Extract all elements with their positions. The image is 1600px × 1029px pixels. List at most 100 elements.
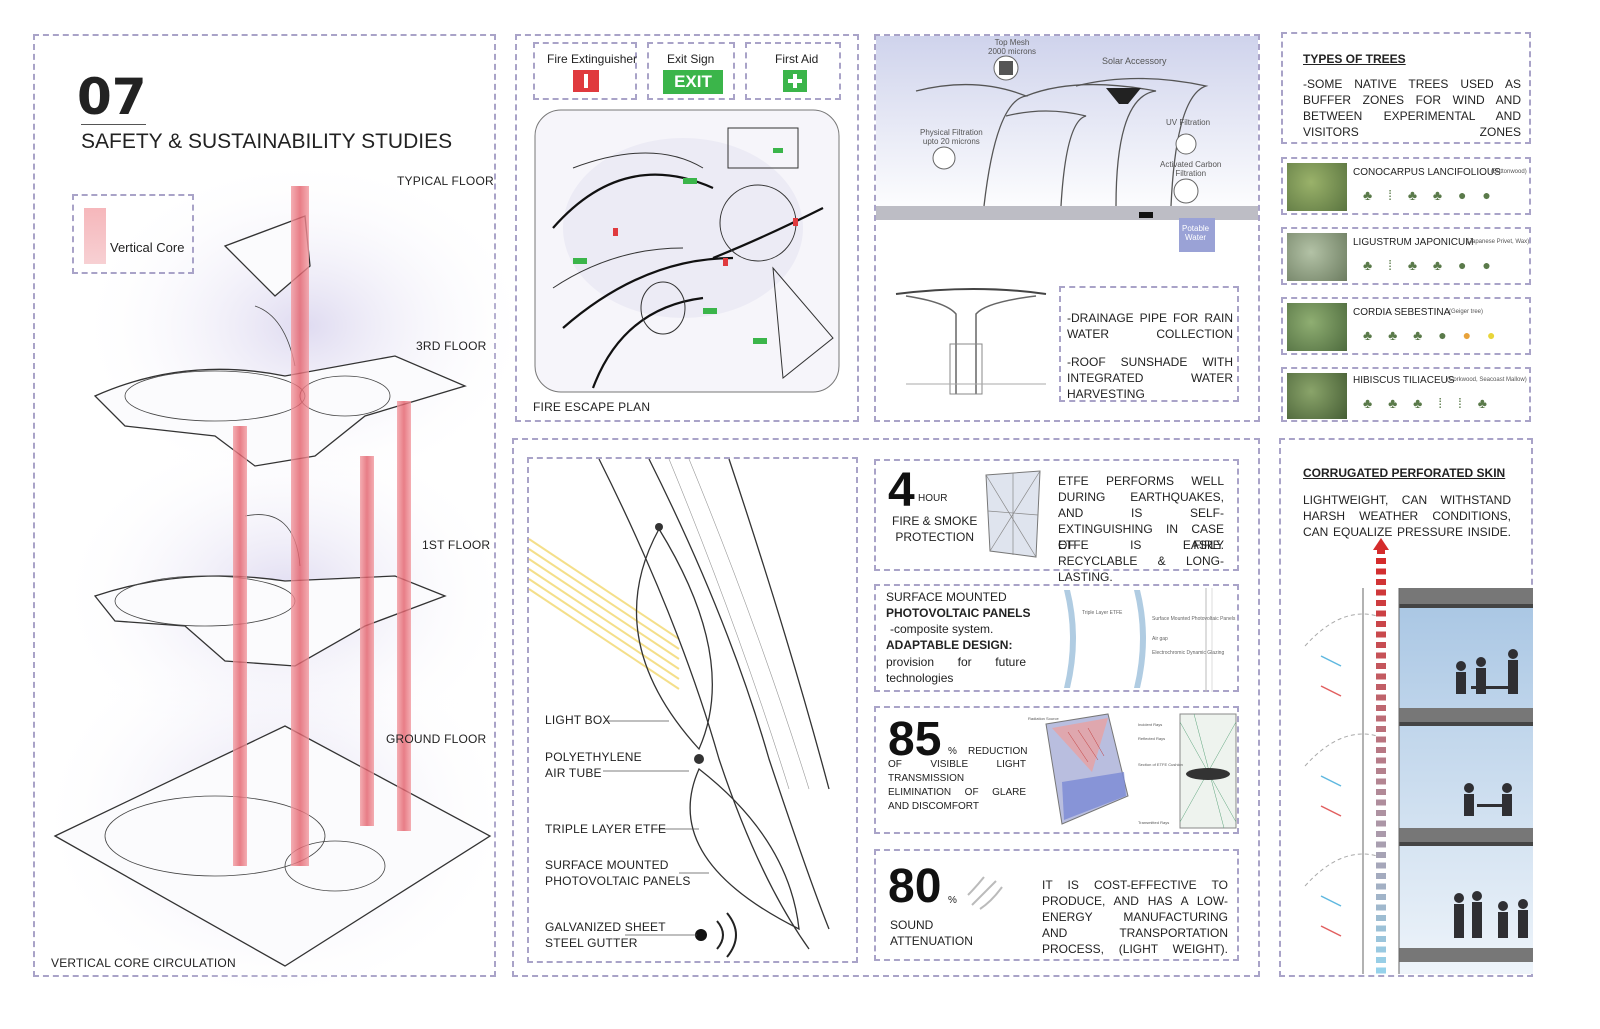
trees-intro: -SOME NATIVE TREES USED AS BUFFER ZONES … [1303,77,1521,139]
air-column-segment [1376,915,1386,921]
fire-hours-number: 4 [888,464,915,517]
tree-icons: ♣ ⁞ ♣ ♣ ● ● [1363,187,1497,203]
air-tube-label: POLYETHYLENE AIR TUBE [545,750,642,780]
etfe-panel [512,438,1260,977]
floor-label-ground: GROUND FLOOR [386,732,487,746]
light-box-label: LIGHT BOX [545,713,611,727]
air-column-segment [1376,568,1386,575]
etfe-section-box: LIGHT BOX POLYETHYLENE AIR TUBE TRIPLE L… [527,457,858,963]
air-column-segment [1376,831,1386,837]
carbon-filtration-label: Activated Carbon Filtration [1160,160,1222,178]
trees-intro-box: TYPES OF TREES -SOME NATIVE TREES USED A… [1281,32,1531,144]
fire-protection-label: FIRE & SMOKE PROTECTION [892,514,978,544]
air-column-segment [1376,715,1386,722]
gutter-label: GALVANIZED SHEET STEEL GUTTER [545,920,666,950]
trees-title: TYPES OF TREES [1303,52,1406,66]
tree-photo-cordia [1287,303,1347,351]
air-column-segment [1376,579,1386,585]
air-column-segment [1376,789,1386,795]
exit-sign-icon: EXIT [663,70,723,94]
lavender-background [35,156,535,1006]
air-column-segment [1376,663,1386,669]
solar-accessory-label: Solar Accessory [1102,56,1167,66]
perforated-skin-section [1304,538,1533,974]
light-transmission-box: 85 % REDUCTION OF VISIBLE LIGHT TRANSMIS… [874,706,1239,834]
air-column-segment [1376,600,1386,606]
recyclable-description: ETFE IS EASILY RECYCLABLE & LONG-LASTING… [1058,538,1224,584]
tree-photo-ligustrum [1287,233,1347,281]
sunshade-section-drawing [895,288,1047,395]
fire-escape-plan-drawing [534,109,840,393]
fire-description: ETFE PERFORMS WELL DURING EARTHQUAKES, A… [1058,474,1224,552]
light-ray-diagram [1045,713,1237,829]
air-column-segment [1376,946,1386,953]
sound-description: IT IS COST-EFFECTIVE TO PRODUCE, AND HAS… [1042,878,1228,956]
sound-attenuation-label: SOUND ATTENUATION [890,918,973,948]
skin-title: CORRUGATED PERFORATED SKIN [1303,466,1506,480]
air-column-segment [1376,642,1386,648]
fire-hours-unit: HOUR [918,493,948,504]
skin-description: LIGHTWEIGHT, CAN WITHSTAND HARSH WEATHER… [1303,493,1511,539]
air-column-segment [1376,705,1386,711]
light-description: OF VISIBLE LIGHT TRANSMISSION ELIMINATIO… [888,759,1026,812]
floor-label-3rd: 3RD FLOOR [416,339,487,353]
fire-escape-panel: Fire Extinguisher Exit Sign EXIT First A… [515,34,859,422]
fire-protection-box: 4 HOUR FIRE & SMOKE PROTECTION ETFE PERF… [874,459,1239,584]
air-column-segment [1376,820,1386,827]
air-column-segment [1376,736,1386,743]
sound-attenuation-box: 80 % SOUND ATTENUATION IT IS COST-EFFECT… [874,849,1239,961]
air-column-segment [1376,894,1386,900]
tree-row-hibiscus: HIBISCUS TILIACEUS (Corkwood, Seacoast M… [1281,367,1531,422]
tree-icons: ♣ ⁞ ♣ ♣ ● ● [1363,257,1497,273]
potable-water-label: Potable Water [1182,224,1210,242]
etfe-facade-section-drawing [528,458,830,958]
air-column-segment [1376,610,1386,617]
triple-layer-etfe-label: TRIPLE LAYER ETFE [545,822,667,836]
air-column-segment [1376,631,1386,638]
pv-layer-diagram [1064,588,1213,692]
drainage-note: -DRAINAGE PIPE FOR RAIN WATER COLLECTION [1067,311,1233,341]
air-column-segment [1376,841,1386,848]
air-column-segment [1376,873,1386,879]
air-column-segment [1376,862,1386,869]
air-column-segment [1376,694,1386,701]
page-title: SAFETY & SUSTAINABILITY STUDIES [81,130,453,153]
tree-row-cordia: CORDIA SEBESTINA (Geiger tree) ♣ ♣ ♣ ● ●… [1281,297,1531,355]
air-column-segment [1376,589,1386,596]
tree-row-conocarpus: CONOCARPUS LANCIFOLIOUS (Buttonwood) ♣ ⁞… [1281,157,1531,215]
air-column-segment [1376,778,1386,785]
air-column-segment [1376,673,1386,680]
light-reduction-number: 85 [888,713,942,766]
uv-filtration-label: UV Filtration [1166,118,1211,127]
air-column-segment [1376,684,1386,690]
air-column-segment [1376,810,1386,816]
fire-escape-caption: FIRE ESCAPE PLAN [533,400,651,414]
fire-extinguisher-sign: Fire Extinguisher [533,42,637,100]
floor-label-1st: 1ST FLOOR [422,538,491,552]
etfe-cushion-icon [985,470,1041,558]
first-aid-icon [783,70,807,92]
sunshade-note: -ROOF SUNSHADE WITH INTEGRATED WATER HAR… [1067,355,1233,401]
physical-filtration-label: Physical Filtration upto 20 microns [920,128,983,146]
tree-row-ligustrum: LIGUSTRUM JAPONICUM (Japanese Privet, Wa… [1281,227,1531,285]
water-notes-box: -DRAINAGE PIPE FOR RAIN WATER COLLECTION… [1059,286,1239,402]
floor-label-typical: TYPICAL FLOOR [397,174,494,188]
corrugated-skin-panel: CORRUGATED PERFORATED SKIN LIGHTWEIGHT, … [1279,438,1533,977]
air-column-segment [1376,967,1386,974]
vertical-core-panel: 07 SAFETY & SUSTAINABILITY STUDIES Verti… [33,34,535,1006]
air-column-segment [1376,747,1386,753]
air-column-segment [1376,852,1386,858]
water-harvesting-panel: Top Mesh 2000 microns Solar Accessory Ph… [874,34,1260,422]
air-column-segment [1376,652,1386,659]
air-column-segment [1376,925,1386,932]
section-number: 07 [77,68,147,126]
tree-icons: ♣ ♣ ♣ ⁞ ⁞ ♣ [1363,395,1493,411]
fire-extinguisher-icon [573,70,599,92]
air-column-segment [1376,883,1386,890]
core-legend-swatch [84,208,106,264]
air-column-segment [1376,904,1386,911]
top-mesh-label: Top Mesh 2000 microns [988,38,1037,56]
first-aid-sign: First Aid [745,42,841,100]
vertical-core-caption: VERTICAL CORE CIRCULATION [51,956,236,970]
sound-wave-icon [967,876,1003,910]
